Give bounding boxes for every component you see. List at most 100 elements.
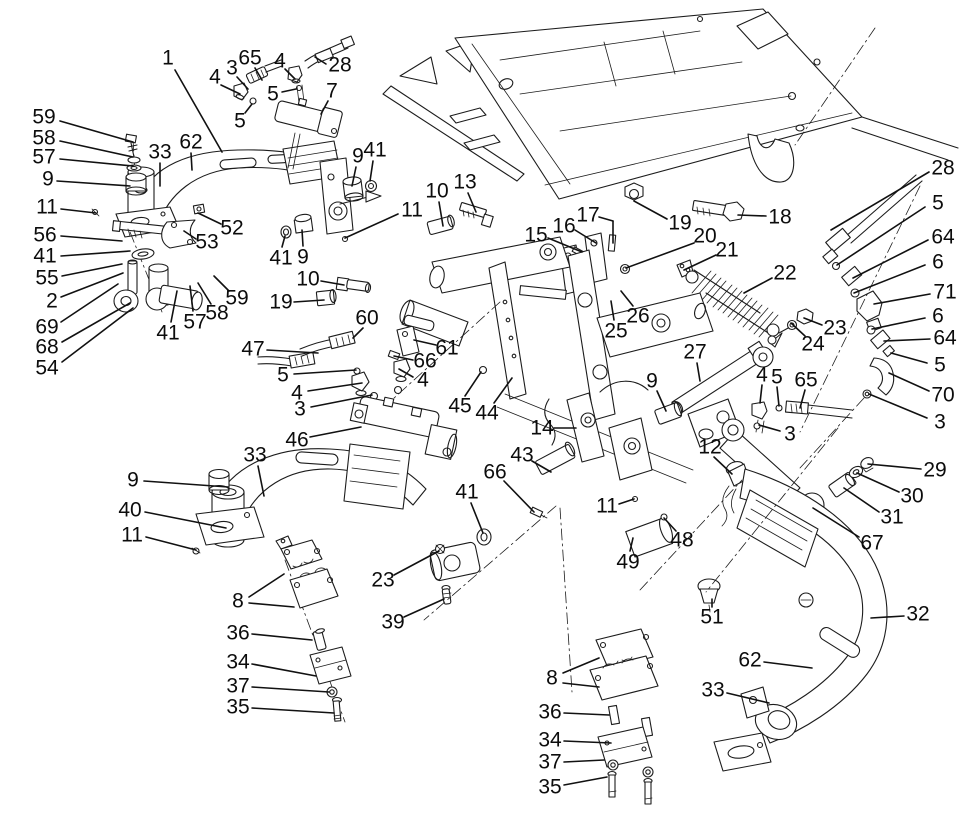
callout-leader-32-84 (870, 615, 905, 619)
callout-leader-46-66 (309, 426, 362, 438)
callout-label-44-57: 44 (475, 402, 499, 425)
callout-label-33-21: 33 (148, 141, 171, 164)
callout-leader-28-96 (830, 171, 930, 231)
callout-label-6-101: 6 (932, 305, 944, 328)
callout-label-11-70: 11 (121, 524, 143, 547)
callout-label-5-97: 5 (932, 192, 944, 215)
callout-label-36-74: 36 (226, 622, 249, 645)
callout-label-69-18: 69 (35, 316, 58, 339)
callout-label-9-23: 9 (352, 145, 364, 168)
callout-leader-24-47 (790, 322, 806, 337)
callout-leader-66-60 (393, 355, 414, 361)
callout-leader-60-58 (352, 327, 364, 339)
callout-leader-25-48 (610, 300, 615, 321)
callout-leader-9-51 (656, 390, 667, 412)
lower-right-arm-illustration (423, 427, 888, 805)
callout-leader-62-22 (190, 152, 193, 171)
callout-leader-5-8 (244, 103, 253, 114)
callout-label-41-15: 41 (33, 245, 56, 268)
callout-label-41-55: 41 (455, 481, 478, 504)
callout-leader-29-92 (867, 463, 922, 470)
callout-label-23-46: 23 (823, 317, 846, 340)
callout-leader-33-67 (257, 465, 265, 497)
callout-leader-36-88 (563, 712, 610, 716)
callout-label-10-36: 10 (296, 268, 319, 291)
callout-label-21-44: 21 (715, 239, 738, 262)
callout-leader-19-41 (633, 200, 668, 220)
callout-leader-5-97 (836, 206, 926, 266)
callout-label-37-90: 37 (538, 751, 561, 774)
callout-label-62-22: 62 (179, 131, 202, 154)
callout-leader-10-36 (320, 280, 345, 286)
callout-leader-30-93 (856, 472, 900, 493)
callout-label-9-68: 9 (127, 469, 139, 492)
callout-label-19-37: 19 (269, 291, 292, 314)
callout-label-3-79: 3 (784, 423, 796, 446)
callout-leader-70-104 (888, 372, 930, 392)
callout-leader-61-59 (413, 339, 437, 346)
callout-label-5-62: 5 (277, 364, 289, 387)
callout-label-10-31: 10 (425, 180, 448, 203)
callout-label-1-0: 1 (162, 47, 174, 70)
callout-label-34-75: 34 (226, 651, 250, 674)
callout-leader-41-15 (60, 250, 131, 257)
callout-label-9-35: 9 (297, 246, 309, 269)
callout-leader-68-19 (61, 302, 131, 343)
callout-leader-3-79 (758, 424, 781, 432)
callout-leader-43-53 (531, 460, 552, 473)
callout-leader-9-68 (143, 480, 229, 488)
callout-leader-19-37 (293, 299, 325, 303)
callout-label-28-5: 28 (328, 54, 351, 77)
callout-leader-3-2 (236, 76, 249, 90)
callout-leader-34-89 (563, 740, 612, 744)
callout-label-37-76: 37 (226, 675, 249, 698)
callout-label-41-27: 41 (156, 322, 179, 345)
callout-label-59-30: 59 (225, 287, 248, 310)
callout-label-5-107: 5 (771, 366, 783, 389)
callout-label-67-95: 67 (860, 532, 883, 555)
callout-leader-55-16 (61, 263, 123, 277)
callout-label-6-99: 6 (932, 251, 944, 274)
callout-label-17-40: 17 (576, 204, 599, 227)
callout-leader-6-101 (871, 317, 926, 330)
callout-leader-5-6 (281, 88, 297, 93)
callout-label-59-9: 59 (32, 106, 55, 129)
center-weldment-illustration (371, 236, 741, 558)
callout-label-5-8: 5 (234, 110, 246, 133)
callout-label-43-53: 43 (510, 444, 533, 467)
callout-leader-1-0 (174, 69, 223, 153)
callout-label-56-14: 56 (33, 224, 56, 247)
callout-leader-67-95 (812, 507, 860, 538)
callout-leader-27-50 (696, 362, 701, 382)
callout-leader-59-9 (59, 120, 134, 143)
callout-leader-21-44 (683, 254, 717, 271)
callout-leader-37-90 (563, 759, 605, 763)
callout-label-27-50: 27 (683, 341, 706, 364)
callout-leader-28-5 (314, 56, 327, 65)
lower-left-arm-illustration (191, 443, 481, 605)
callout-label-32-84: 32 (906, 603, 929, 626)
callout-label-66-54: 66 (483, 461, 506, 484)
callout-label-3-64: 3 (294, 398, 306, 421)
callout-leader-15-38 (547, 237, 583, 253)
callout-label-66-60: 66 (413, 350, 436, 373)
callout-leader-8-71 (248, 602, 295, 608)
callout-leader-5-103 (890, 352, 928, 364)
callout-label-11-13: 11 (36, 196, 58, 219)
callout-leader-49-82 (629, 537, 634, 552)
callout-leader-53-26 (183, 230, 197, 240)
callout-label-68-19: 68 (35, 336, 58, 359)
callout-label-45-56: 45 (448, 395, 471, 418)
callout-leader-34-75 (251, 663, 317, 677)
callout-leader-65-3 (254, 67, 263, 81)
callout-leader-4-1 (220, 84, 241, 95)
callout-leader-65-108 (799, 389, 806, 409)
callout-label-15-38: 15 (524, 224, 547, 247)
callout-leader-37-76 (251, 686, 330, 693)
callout-leader-17-40 (598, 216, 614, 222)
callout-leader-57-28 (189, 285, 194, 312)
callout-leader-41-34 (281, 235, 286, 248)
rod-illustration (670, 332, 783, 416)
